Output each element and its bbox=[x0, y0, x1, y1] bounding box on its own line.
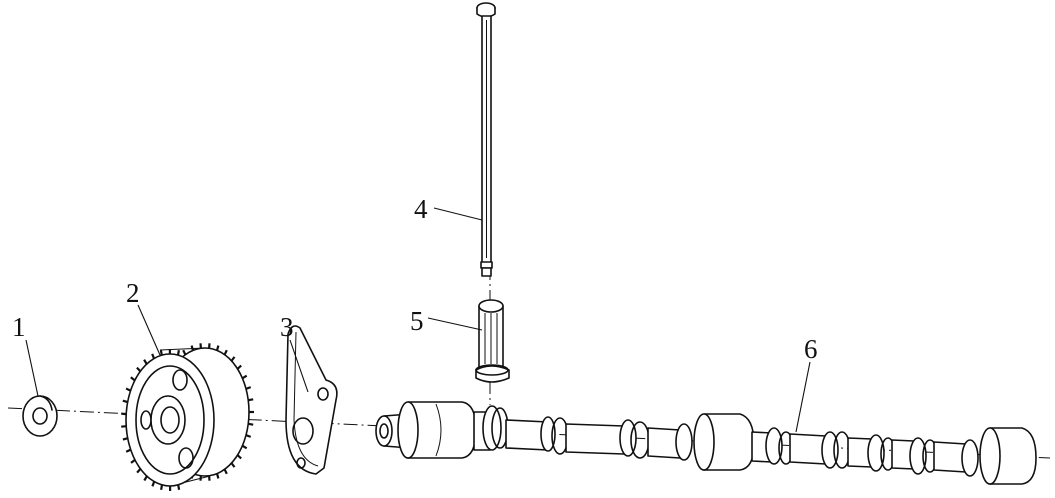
callout-5: 5 bbox=[410, 306, 424, 336]
gear-tooth bbox=[230, 462, 236, 468]
camshaft-part bbox=[375, 401, 1037, 485]
gear-tooth bbox=[190, 345, 195, 351]
gear-tooth bbox=[136, 366, 142, 373]
timing-gear-part bbox=[121, 343, 254, 491]
thrust-plate-part bbox=[285, 325, 338, 475]
tappet-part bbox=[475, 299, 510, 383]
callout-6: 6 bbox=[804, 334, 818, 364]
leader-lines bbox=[25, 207, 811, 433]
callout-3: 3 bbox=[280, 312, 294, 342]
washer-part bbox=[22, 395, 58, 437]
gear-tooth bbox=[236, 454, 242, 460]
gear-tooth bbox=[223, 349, 228, 356]
callout-4: 4 bbox=[414, 194, 428, 224]
gear-tooth bbox=[230, 356, 236, 362]
gear-tooth bbox=[245, 434, 252, 438]
gear-tooth bbox=[245, 386, 252, 390]
gear-tooth bbox=[223, 468, 228, 475]
gear-tooth bbox=[121, 425, 127, 428]
gear-tooth bbox=[248, 398, 254, 402]
callout-labels: 1 2 3 4 5 6 bbox=[12, 194, 818, 364]
gear-tooth bbox=[136, 468, 142, 474]
gear-tooth bbox=[241, 444, 248, 450]
gear-tooth bbox=[236, 364, 242, 370]
gear-tooth bbox=[215, 345, 220, 351]
push-rod-part bbox=[476, 2, 496, 277]
callout-1: 1 bbox=[12, 312, 26, 342]
gear-tooth bbox=[248, 422, 254, 426]
gear-tooth bbox=[182, 349, 187, 356]
gear-tooth bbox=[215, 473, 220, 479]
gear-tooth bbox=[241, 374, 248, 380]
callout-2: 2 bbox=[126, 278, 140, 308]
